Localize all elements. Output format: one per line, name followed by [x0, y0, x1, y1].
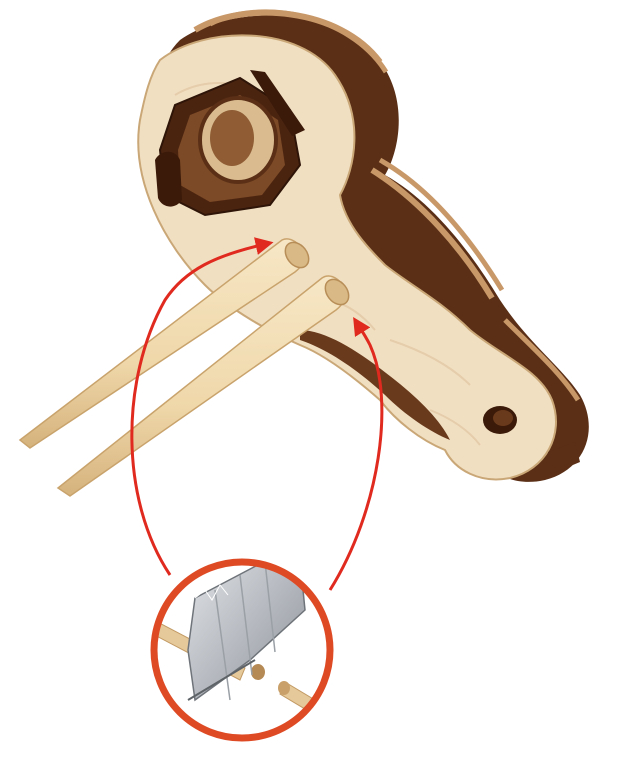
detail-callout [145, 548, 335, 738]
handle-hole [483, 406, 517, 434]
crank-body [138, 12, 589, 482]
